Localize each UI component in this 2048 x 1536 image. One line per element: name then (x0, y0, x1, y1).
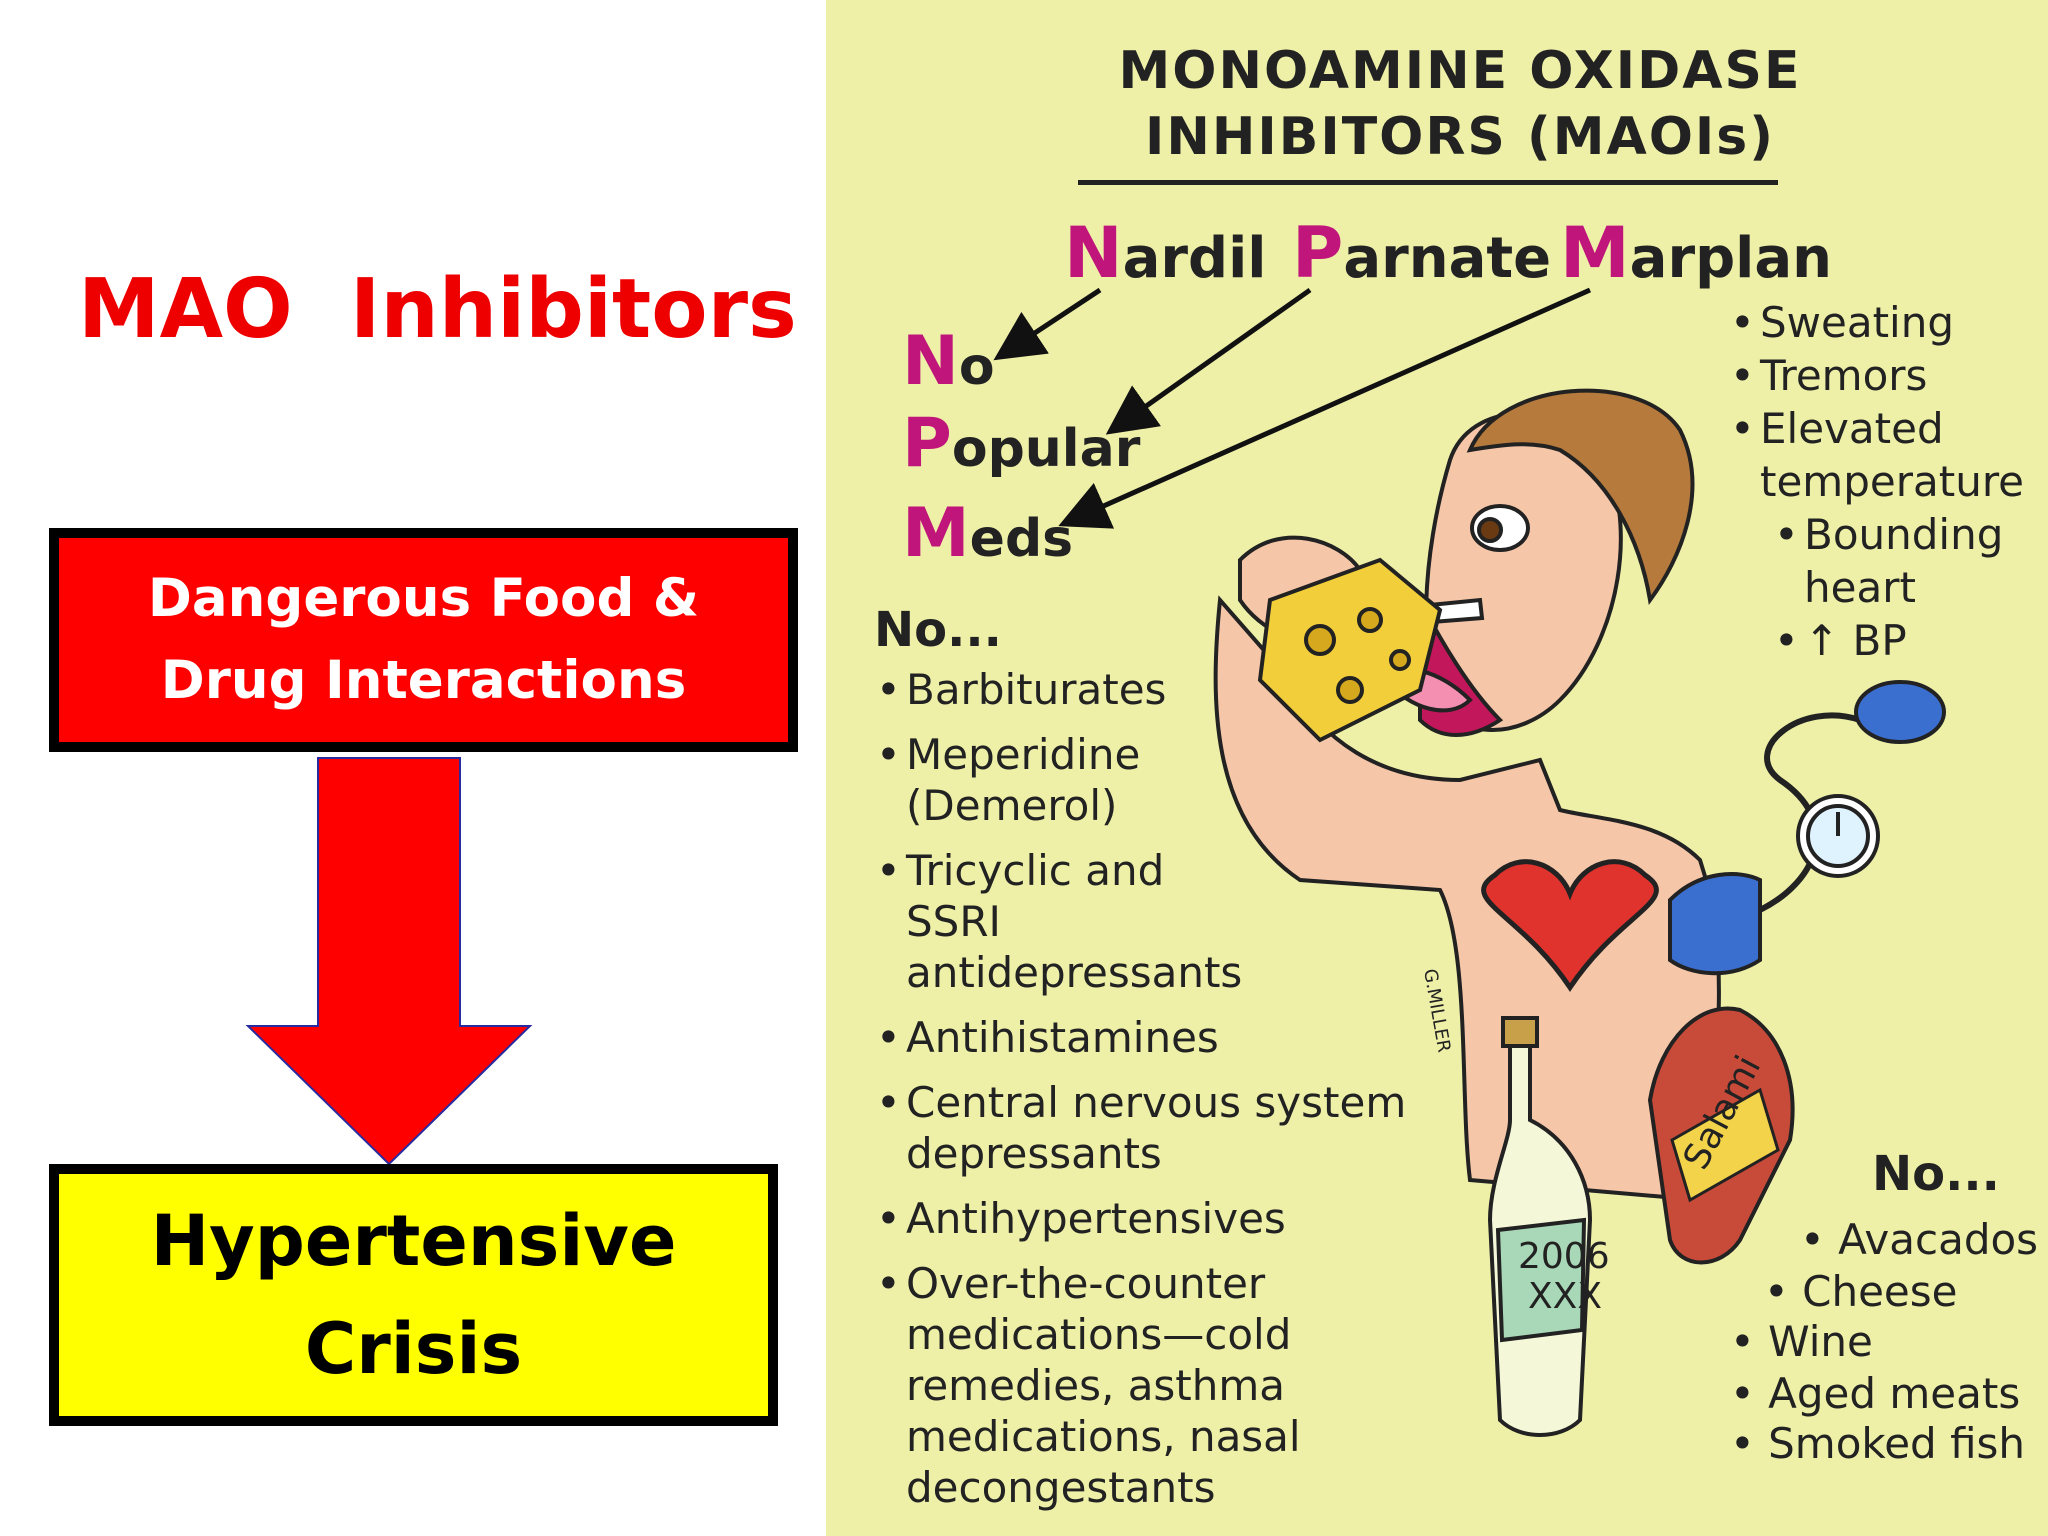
arrow-parnate-popular (1105, 287, 1312, 435)
interactions-box: Dangerous Food & Drug Interactions (49, 528, 798, 752)
list-item: •Tremors (1730, 351, 1928, 400)
crisis-box: Hypertensive Crisis (49, 1164, 778, 1426)
list-item: •Central nervous system depressants (876, 1078, 1407, 1178)
interactions-box-label: Dangerous Food & Drug Interactions (147, 568, 700, 711)
list-item: • Avacados (1800, 1215, 2039, 1264)
poster-title-line2: INHIBITORS (MAOIs) (1144, 107, 1775, 167)
crisis-box-label: Hypertensive Crisis (150, 1200, 677, 1390)
symptom-list: •Sweating •Tremors •Elevated temperature… (1730, 296, 2048, 667)
down-arrow (245, 757, 533, 1166)
arrow-marplan-meds (1058, 287, 1592, 529)
list-item: •Meperidine (Demerol) (876, 730, 1141, 830)
maoi-poster (826, 0, 2048, 1536)
arrow-nardil-no (993, 287, 1102, 361)
drug-nardil: Nardil (1064, 212, 1267, 294)
list-item: • Aged meats (1730, 1369, 2021, 1418)
list-item: •↑ BP (1774, 616, 1907, 665)
list-item: • Wine (1730, 1317, 1873, 1366)
poster-title-line1: MONOAMINE OXIDASE (1118, 41, 1802, 101)
list-item: •Barbiturates (876, 665, 1167, 714)
list-item: •Tricyclic and SSRI antidepressants (876, 846, 1243, 997)
list-item: •Antihypertensives (876, 1194, 1286, 1243)
list-item: •Bounding heart (1774, 510, 2004, 612)
title-underline (1078, 180, 1778, 185)
drug-parnate: Parnate (1292, 212, 1552, 294)
list-item: • Cheese (1764, 1267, 1958, 1316)
list-item: •Over-the-counter medications—cold remed… (876, 1259, 1301, 1512)
bottle-xxx: XXX (1528, 1276, 1602, 1317)
drug-interaction-list: •Barbiturates •Meperidine (Demerol) •Tri… (876, 664, 1526, 1527)
mnemonic-no: No (902, 322, 995, 401)
poster-title: MONOAMINE OXIDASE INHIBITORS (MAOIs) (1060, 38, 1860, 170)
drug-list-heading: No... (874, 602, 1002, 658)
list-item: •Sweating (1730, 298, 1955, 347)
slide-title: MAO Inhibitors (78, 262, 797, 357)
mnemonic-meds: Meds (902, 494, 1074, 573)
bottle-year: 2006 (1518, 1236, 1610, 1277)
list-item: • Smoked fish (1730, 1419, 2026, 1468)
food-list-heading: No... (1872, 1146, 2000, 1202)
list-item: •Antihistamines (876, 1013, 1219, 1062)
slide-left-panel: MAO Inhibitors Dangerous Food & Drug Int… (0, 0, 826, 1536)
drug-marplan: Marplan (1560, 212, 1833, 294)
mnemonic-arrows (993, 287, 1592, 529)
list-item: •Elevated temperature (1730, 404, 2024, 506)
man-figure (1213, 388, 1946, 1437)
